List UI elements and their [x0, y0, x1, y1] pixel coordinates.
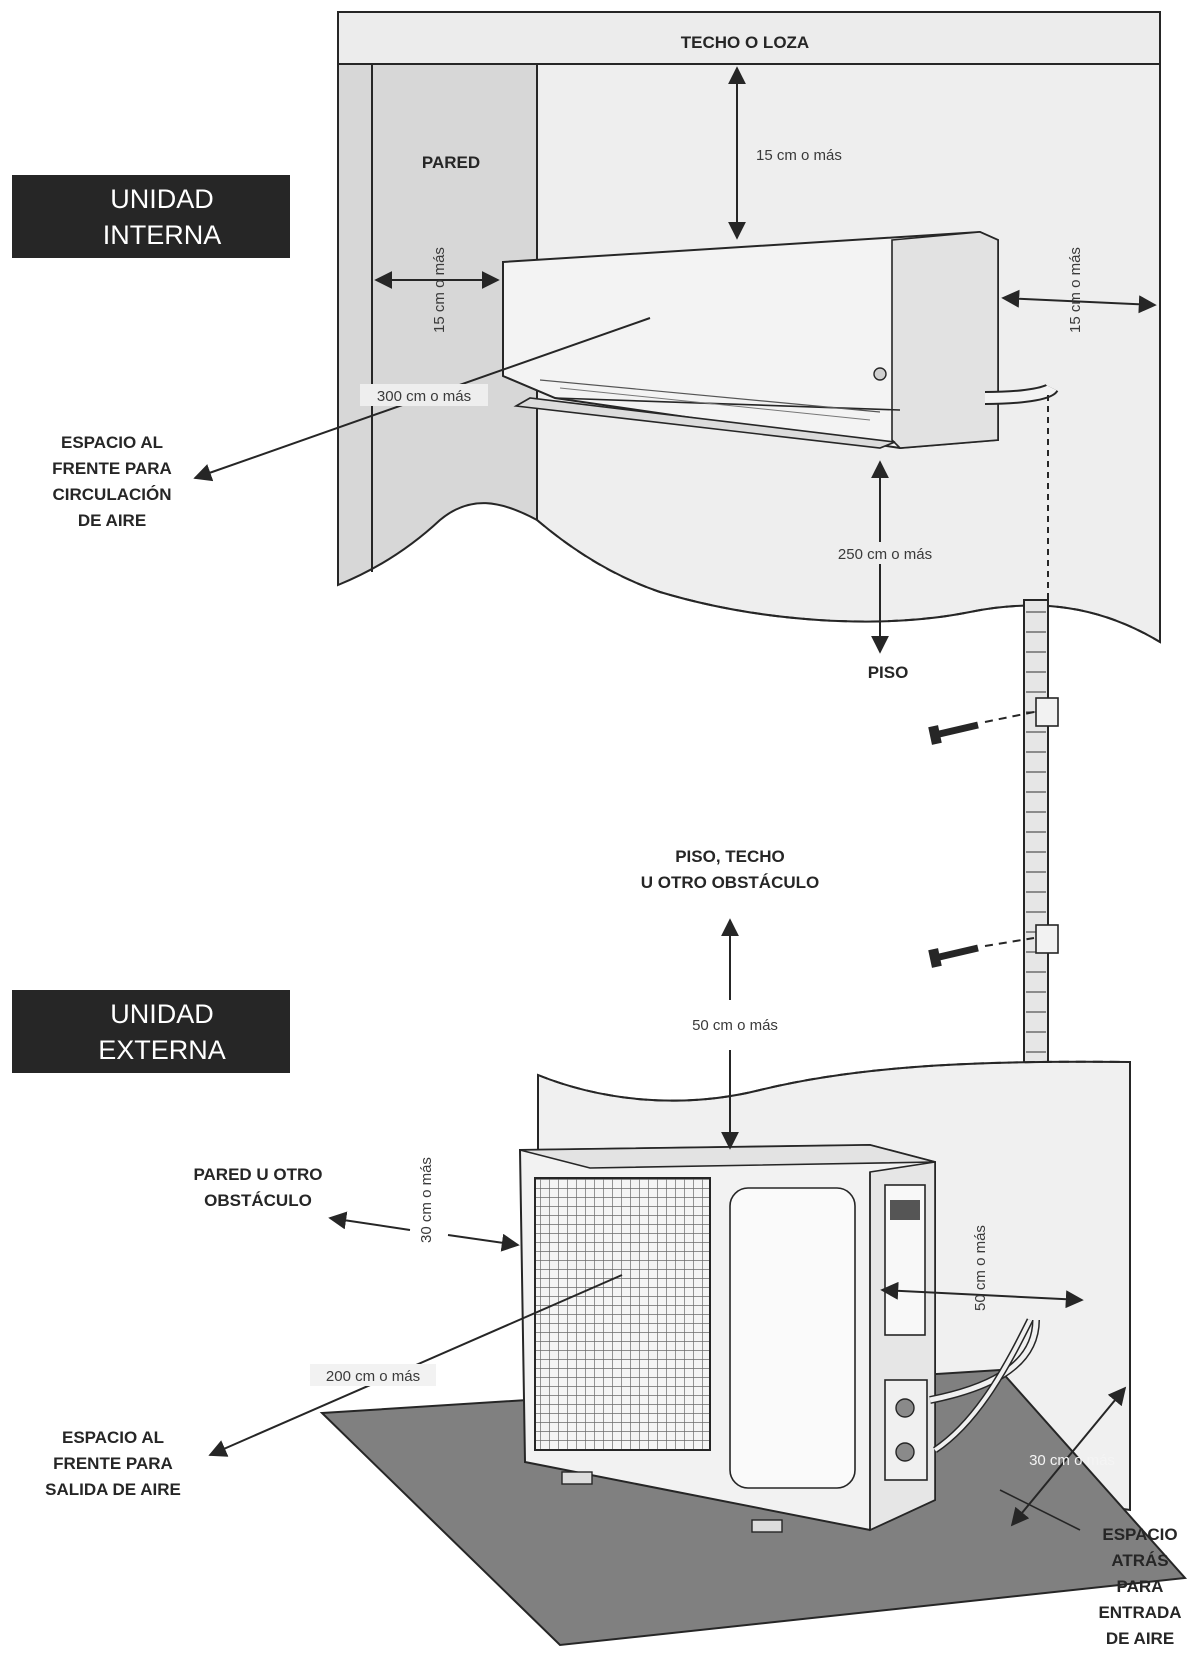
dim-indoor-front: 300 cm o más: [193, 317, 651, 482]
dim-outdoor-rear-label: 30 cm o más: [1029, 1452, 1115, 1469]
dim-outdoor-top: 50 cm o más: [692, 918, 778, 1150]
dim-outdoor-top-label: 50 cm o más: [692, 1017, 778, 1034]
side-obstacle-line1: PARED U OTRO: [193, 1165, 322, 1184]
dim-outdoor-right: 50 cm o más: [880, 1225, 1084, 1311]
front-space-indoor-label: ESPACIO AL FRENTE PARA CIRCULACIÓN DE AI…: [52, 433, 172, 530]
rear-space-line5: DE AIRE: [1106, 1629, 1174, 1648]
dim-indoor-floor: 250 cm o más PISO: [820, 460, 950, 682]
dim-indoor-right: 15 cm o más: [1001, 247, 1157, 333]
indoor-unit: [502, 230, 1059, 450]
front-space-outdoor-line2: FRENTE PARA: [53, 1454, 173, 1473]
wall-label: PARED: [422, 153, 480, 172]
front-space-indoor-line4: DE AIRE: [78, 511, 146, 530]
screw-upper-icon: [928, 711, 1035, 745]
outdoor-header-line2: EXTERNA: [98, 1035, 226, 1065]
dim-outdoor-front: 200 cm o más: [208, 1274, 623, 1457]
front-space-indoor-line2: FRENTE PARA: [52, 459, 172, 478]
front-space-outdoor-line1: ESPACIO AL: [62, 1428, 164, 1447]
side-wall: [337, 63, 538, 587]
rear-space-line3: PARA: [1117, 1577, 1164, 1596]
side-obstacle-label: PARED U OTRO OBSTÁCULO: [193, 1165, 322, 1210]
dim-outdoor-front-label: 200 cm o más: [326, 1368, 420, 1385]
dim-indoor-right-label: 15 cm o más: [1067, 247, 1084, 333]
top-obstacle-label: PISO, TECHO U OTRO OBSTÁCULO: [641, 847, 820, 892]
dim-indoor-left-label: 15 cm o más: [431, 247, 448, 333]
outdoor-unit-header: UNIDAD EXTERNA: [12, 990, 290, 1073]
floor-label: PISO: [868, 663, 909, 682]
dim-indoor-top: 15 cm o más: [728, 66, 842, 240]
dim-outdoor-left-label: 30 cm o más: [418, 1157, 435, 1243]
ceiling-label: TECHO O LOZA: [681, 33, 809, 52]
rear-space-line1: ESPACIO: [1102, 1525, 1177, 1544]
indoor-header-line2: INTERNA: [103, 220, 222, 250]
outdoor-header-line1: UNIDAD: [110, 999, 214, 1029]
dim-outdoor-rear: 30 cm o más: [1010, 1386, 1127, 1527]
front-space-outdoor-label: ESPACIO AL FRENTE PARA SALIDA DE AIRE: [45, 1428, 181, 1499]
rear-space-line4: ENTRADA: [1098, 1603, 1181, 1622]
rear-space-label: ESPACIO ATRÁS PARA ENTRADA DE AIRE: [999, 1489, 1182, 1648]
outdoor-unit: [518, 1143, 1040, 1533]
dim-indoor-left: 15 cm o más: [374, 247, 500, 333]
top-obstacle-line2: U OTRO OBSTÁCULO: [641, 873, 820, 892]
rear-space-line2: ATRÁS: [1111, 1551, 1168, 1570]
front-space-indoor-line3: CIRCULACIÓN: [53, 485, 172, 504]
indoor-header-line1: UNIDAD: [110, 184, 214, 214]
front-space-outdoor-line3: SALIDA DE AIRE: [45, 1480, 181, 1499]
front-space-indoor-line1: ESPACIO AL: [61, 433, 163, 452]
outdoor-wall-cut-edge: [537, 1060, 1131, 1102]
dim-indoor-front-label: 300 cm o más: [377, 388, 471, 405]
wall-cut-edge: [536, 519, 1161, 643]
indoor-unit-header: UNIDAD INTERNA: [12, 175, 290, 258]
side-obstacle-line2: OBSTÁCULO: [204, 1191, 312, 1210]
dim-indoor-top-label: 15 cm o más: [756, 147, 842, 164]
top-obstacle-line1: PISO, TECHO: [675, 847, 785, 866]
dim-indoor-floor-label: 250 cm o más: [838, 546, 932, 563]
ceiling: TECHO O LOZA: [337, 11, 1161, 65]
dim-outdoor-left: 30 cm o más: [328, 1157, 520, 1252]
screw-lower-icon: [928, 937, 1035, 968]
dim-outdoor-right-label: 50 cm o más: [972, 1225, 989, 1311]
